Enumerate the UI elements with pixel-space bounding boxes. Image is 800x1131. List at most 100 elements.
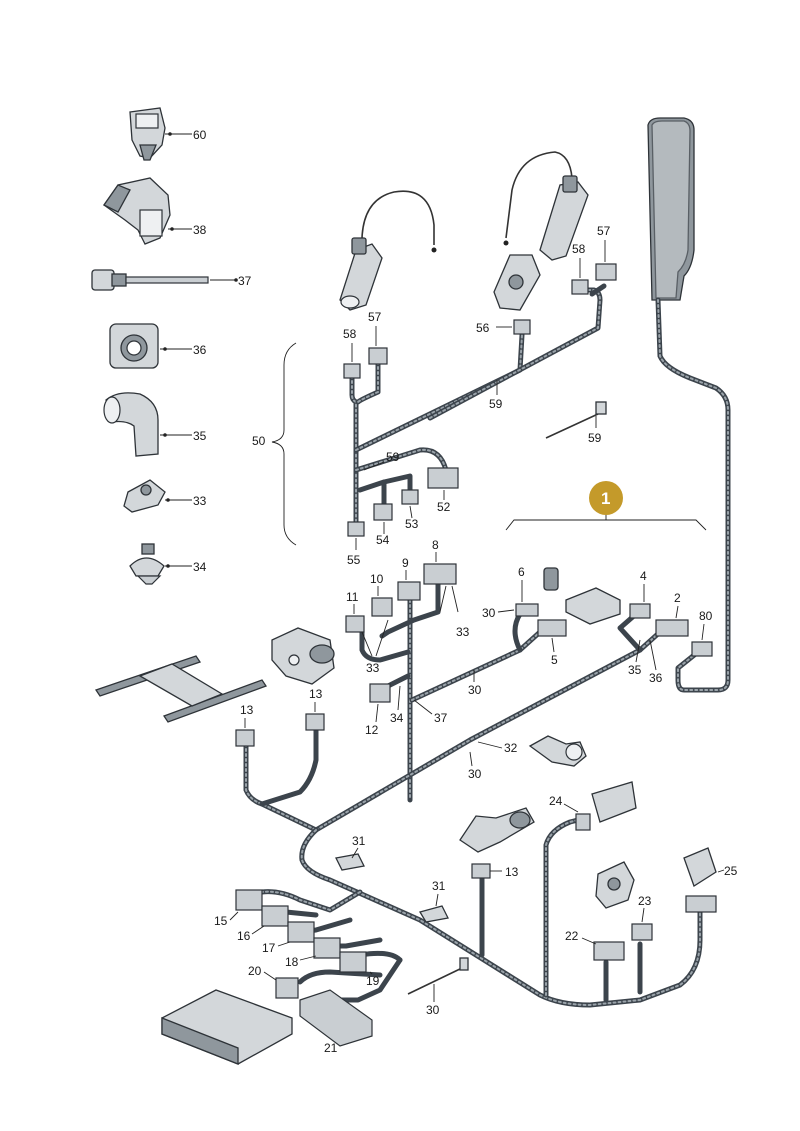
connector-5 (537, 619, 567, 637)
connector-57-right (595, 263, 617, 281)
label-31a: 31 (352, 834, 366, 848)
connector-52 (427, 467, 459, 489)
label-57a: 57 (368, 310, 382, 324)
part-37-cable-tie (91, 269, 209, 291)
label-20: 20 (248, 964, 262, 978)
connector-80 (691, 641, 713, 657)
connector-6-30 (515, 603, 539, 617)
label-17: 17 (262, 941, 276, 955)
label-18: 18 (285, 955, 299, 969)
label-34b: 34 (390, 711, 404, 725)
label-25: 25 (724, 864, 738, 878)
label-35: 35 (193, 429, 207, 443)
callout-badge-text: 1 (601, 489, 610, 508)
connector-15 (235, 889, 263, 911)
label-54: 54 (376, 533, 390, 547)
part-31-clip-b (419, 905, 449, 923)
control-unit-21 (161, 989, 373, 1065)
label-33b: 33 (456, 625, 470, 639)
part-36-grommet (109, 323, 159, 369)
motor-right-upper (493, 151, 589, 311)
label-33c: 33 (366, 661, 380, 675)
label-12: 12 (365, 723, 379, 737)
connector-23 (631, 923, 653, 941)
label-55: 55 (347, 553, 361, 567)
label-57b: 57 (597, 224, 611, 238)
part-24-module (575, 781, 637, 831)
label-4: 4 (640, 569, 647, 583)
connector-13-right (305, 713, 325, 731)
connector-13-lower (471, 863, 491, 879)
label-13a: 13 (240, 703, 254, 717)
connector-22 (593, 941, 625, 961)
connector-58-left (343, 363, 361, 379)
connector-19 (339, 951, 367, 973)
connector-12 (369, 683, 391, 703)
connector-8 (423, 563, 457, 585)
connector-17 (287, 921, 315, 943)
harness-59 (349, 283, 607, 533)
part-30-clip-lower (407, 957, 469, 995)
part-34-clip (129, 543, 165, 585)
connector-56 (513, 319, 531, 335)
seat-rail (94, 655, 267, 723)
label-11: 11 (346, 590, 359, 604)
control-unit-mid (565, 587, 621, 625)
label-13c: 13 (505, 865, 519, 879)
label-60: 60 (193, 128, 207, 142)
label-56: 56 (476, 321, 490, 335)
part-25-connector-module (683, 847, 717, 913)
label-9: 9 (402, 556, 409, 570)
brace-50 (271, 342, 297, 546)
label-16: 16 (237, 929, 251, 943)
label-30c: 30 (468, 767, 482, 781)
connector-53 (401, 489, 419, 505)
callout-badge-1 (589, 481, 623, 515)
part-60-clip (129, 107, 166, 161)
connector-10 (371, 597, 393, 617)
label-22: 22 (565, 929, 579, 943)
connector-11 (345, 615, 365, 633)
label-58b: 58 (572, 242, 586, 256)
connector-2 (655, 619, 689, 637)
group-bracket-1 (505, 519, 707, 531)
label-15: 15 (214, 914, 228, 928)
label-19: 19 (366, 974, 380, 988)
part-59-clip (545, 401, 607, 439)
label-30d: 30 (426, 1003, 440, 1017)
part-motor-lower (459, 807, 535, 853)
part-33-holder (123, 479, 166, 513)
label-23: 23 (638, 894, 652, 908)
part-bracket-motor (271, 627, 335, 685)
label-30b: 30 (468, 683, 482, 697)
label-53: 53 (405, 517, 419, 531)
label-21: 21 (324, 1041, 338, 1055)
label-59a: 59 (489, 397, 503, 411)
label-59b: 59 (386, 450, 400, 464)
label-34: 34 (193, 560, 207, 574)
part-31-clip-a (335, 853, 365, 871)
label-31b: 31 (432, 879, 446, 893)
label-36: 36 (193, 343, 207, 357)
part-switch-module (595, 861, 635, 909)
connector-16 (261, 905, 289, 927)
label-8: 8 (432, 538, 439, 552)
label-33: 33 (193, 494, 207, 508)
label-37: 37 (238, 274, 252, 288)
label-32: 32 (504, 741, 518, 755)
part-35-elbow (103, 392, 159, 457)
motor-left-upper (339, 190, 437, 311)
label-52: 52 (437, 500, 451, 514)
label-50: 50 (252, 434, 266, 448)
label-36b: 36 (649, 671, 663, 685)
connector-4 (629, 603, 651, 619)
part-38-housing (103, 177, 171, 245)
label-24: 24 (549, 794, 563, 808)
connector-54 (373, 503, 393, 521)
connector-18 (313, 937, 341, 959)
side-airbag-panel (647, 117, 695, 301)
belt-buckle-part (543, 567, 559, 591)
label-6: 6 (518, 565, 525, 579)
label-2: 2 (674, 591, 681, 605)
